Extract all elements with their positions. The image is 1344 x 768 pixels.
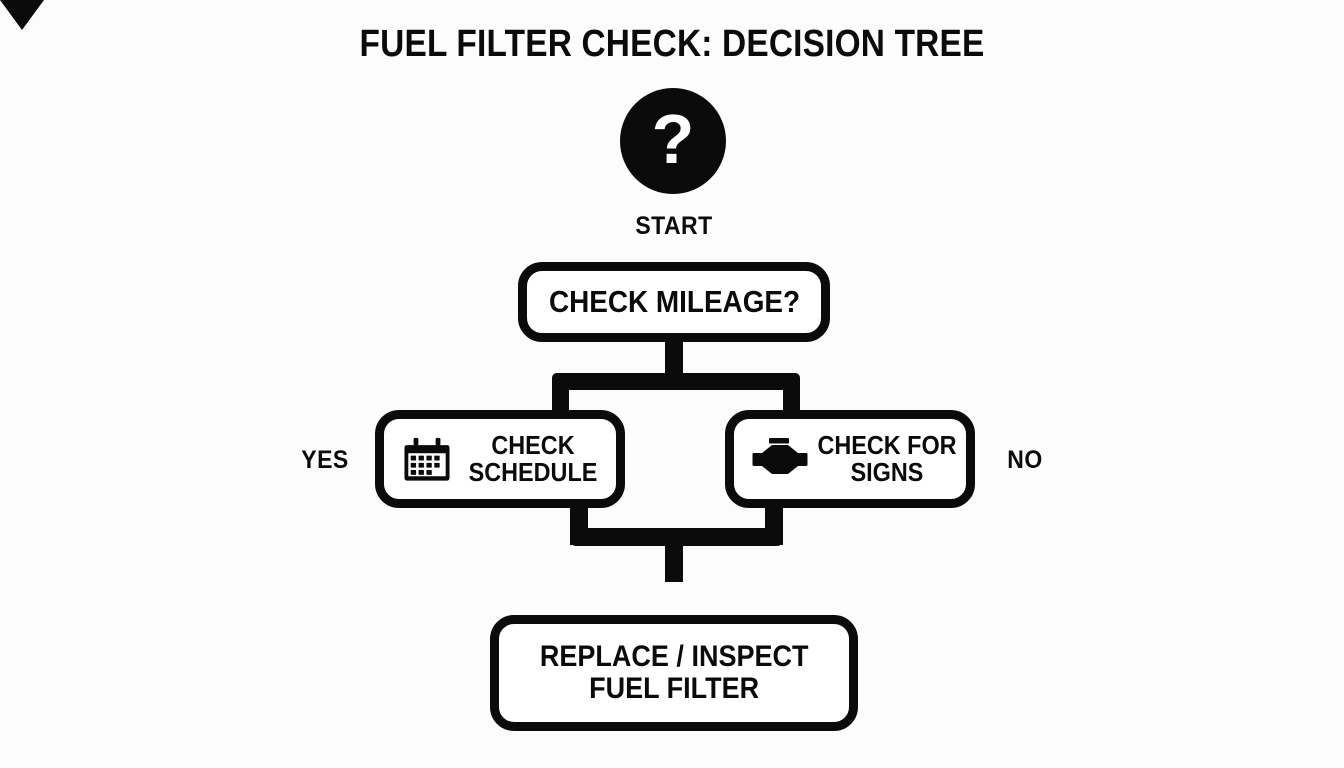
connector-drop-yes [552,373,569,413]
node-check-for-signs[interactable]: CHECK FOR SIGNS [725,410,975,508]
connector-merge-bar [570,528,783,546]
arrow-head-icon [0,0,44,30]
page-title: FUEL FILTER CHECK: DECISION TREE [359,23,985,65]
start-node-label: START [635,212,713,240]
node-check-schedule[interactable]: CHECK SCHEDULE [375,410,625,508]
node-result-label: REPLACE / INSPECT FUEL FILTER [539,639,809,705]
start-node-circle: ? [620,88,726,194]
connector-drop-no [783,373,800,413]
edge-label-yes: YES [301,446,349,474]
node-check-schedule-label: CHECK SCHEDULE [468,429,598,487]
edge-label-no: NO [1007,446,1043,474]
connector-arrow-stem [665,540,683,582]
connector-split-bar [552,373,800,390]
node-check-mileage-label: CHECK MILEAGE? [548,284,800,320]
connector-start-to-decision [665,342,683,378]
engine-icon [752,437,808,481]
question-mark-circle-icon: ? [651,100,695,178]
node-check-for-signs-label: CHECK FOR SIGNS [817,429,957,487]
node-check-mileage[interactable]: CHECK MILEAGE? [518,262,830,342]
calendar-icon [404,436,450,482]
node-replace-inspect-fuel-filter[interactable]: REPLACE / INSPECT FUEL FILTER [490,615,858,731]
